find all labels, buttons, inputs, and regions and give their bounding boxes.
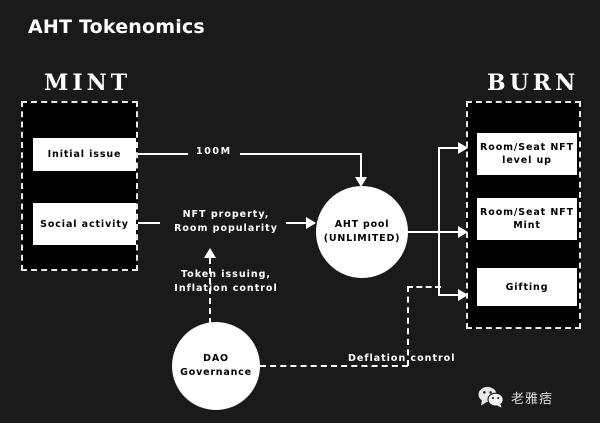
edge-initial-issue-arrowhead bbox=[355, 177, 367, 187]
edge-label-deflation: Deflation control bbox=[348, 353, 456, 364]
node-social-activity[interactable]: Social activity bbox=[33, 203, 136, 245]
page-title: AHT Tokenomics bbox=[28, 16, 205, 38]
node-initial-issue[interactable]: Initial issue bbox=[33, 138, 136, 171]
edge-initial-issue-segment-b bbox=[240, 153, 362, 155]
edge-nft-level-up-arrowhead bbox=[458, 142, 468, 154]
node-dao-governance[interactable]: DAO Governance bbox=[172, 322, 260, 410]
edge-deflation-to-trunk bbox=[407, 286, 441, 288]
edge-token-issuing-arrowhead bbox=[204, 248, 216, 258]
watermark-text: 老雅痞 bbox=[511, 391, 554, 407]
edge-to-gifting bbox=[438, 294, 462, 296]
edge-initial-issue-drop bbox=[360, 153, 362, 179]
edge-nft-mint-arrowhead bbox=[458, 226, 468, 238]
edge-label-supply: 100M bbox=[196, 146, 232, 157]
mint-heading: MINT bbox=[44, 70, 132, 96]
edge-burn-trunk bbox=[438, 148, 440, 296]
node-room-seat-nft-level-up[interactable]: Room/Seat NFT level up bbox=[477, 133, 577, 175]
edge-deflation-vertical bbox=[407, 286, 409, 366]
edge-token-issuing-line bbox=[209, 258, 211, 324]
edge-social-activity-stub bbox=[138, 222, 160, 224]
wechat-icon bbox=[478, 386, 504, 408]
burn-heading: BURN bbox=[487, 70, 580, 96]
node-aht-pool[interactable]: AHT pool (UNLIMITED) bbox=[316, 186, 408, 278]
edge-initial-issue-segment-a bbox=[138, 153, 188, 155]
edge-gifting-arrowhead bbox=[458, 289, 468, 301]
edge-deflation-horizontal bbox=[260, 365, 408, 367]
node-gifting[interactable]: Gifting bbox=[477, 268, 577, 306]
edge-label-nft-property: NFT property, Room popularity bbox=[174, 209, 278, 234]
edge-social-activity-arrowhead bbox=[306, 217, 316, 229]
node-room-seat-nft-mint[interactable]: Room/Seat NFT Mint bbox=[477, 198, 577, 240]
edge-to-nft-mint bbox=[438, 231, 462, 233]
mint-group-container bbox=[21, 101, 138, 271]
watermark: 老雅痞 bbox=[478, 386, 553, 408]
edge-social-activity-to-pool bbox=[286, 222, 310, 224]
edge-to-nft-level-up bbox=[438, 147, 462, 149]
edge-label-token-issuing: Token issuing, Inflation control bbox=[174, 269, 278, 294]
edge-pool-out bbox=[408, 231, 440, 233]
